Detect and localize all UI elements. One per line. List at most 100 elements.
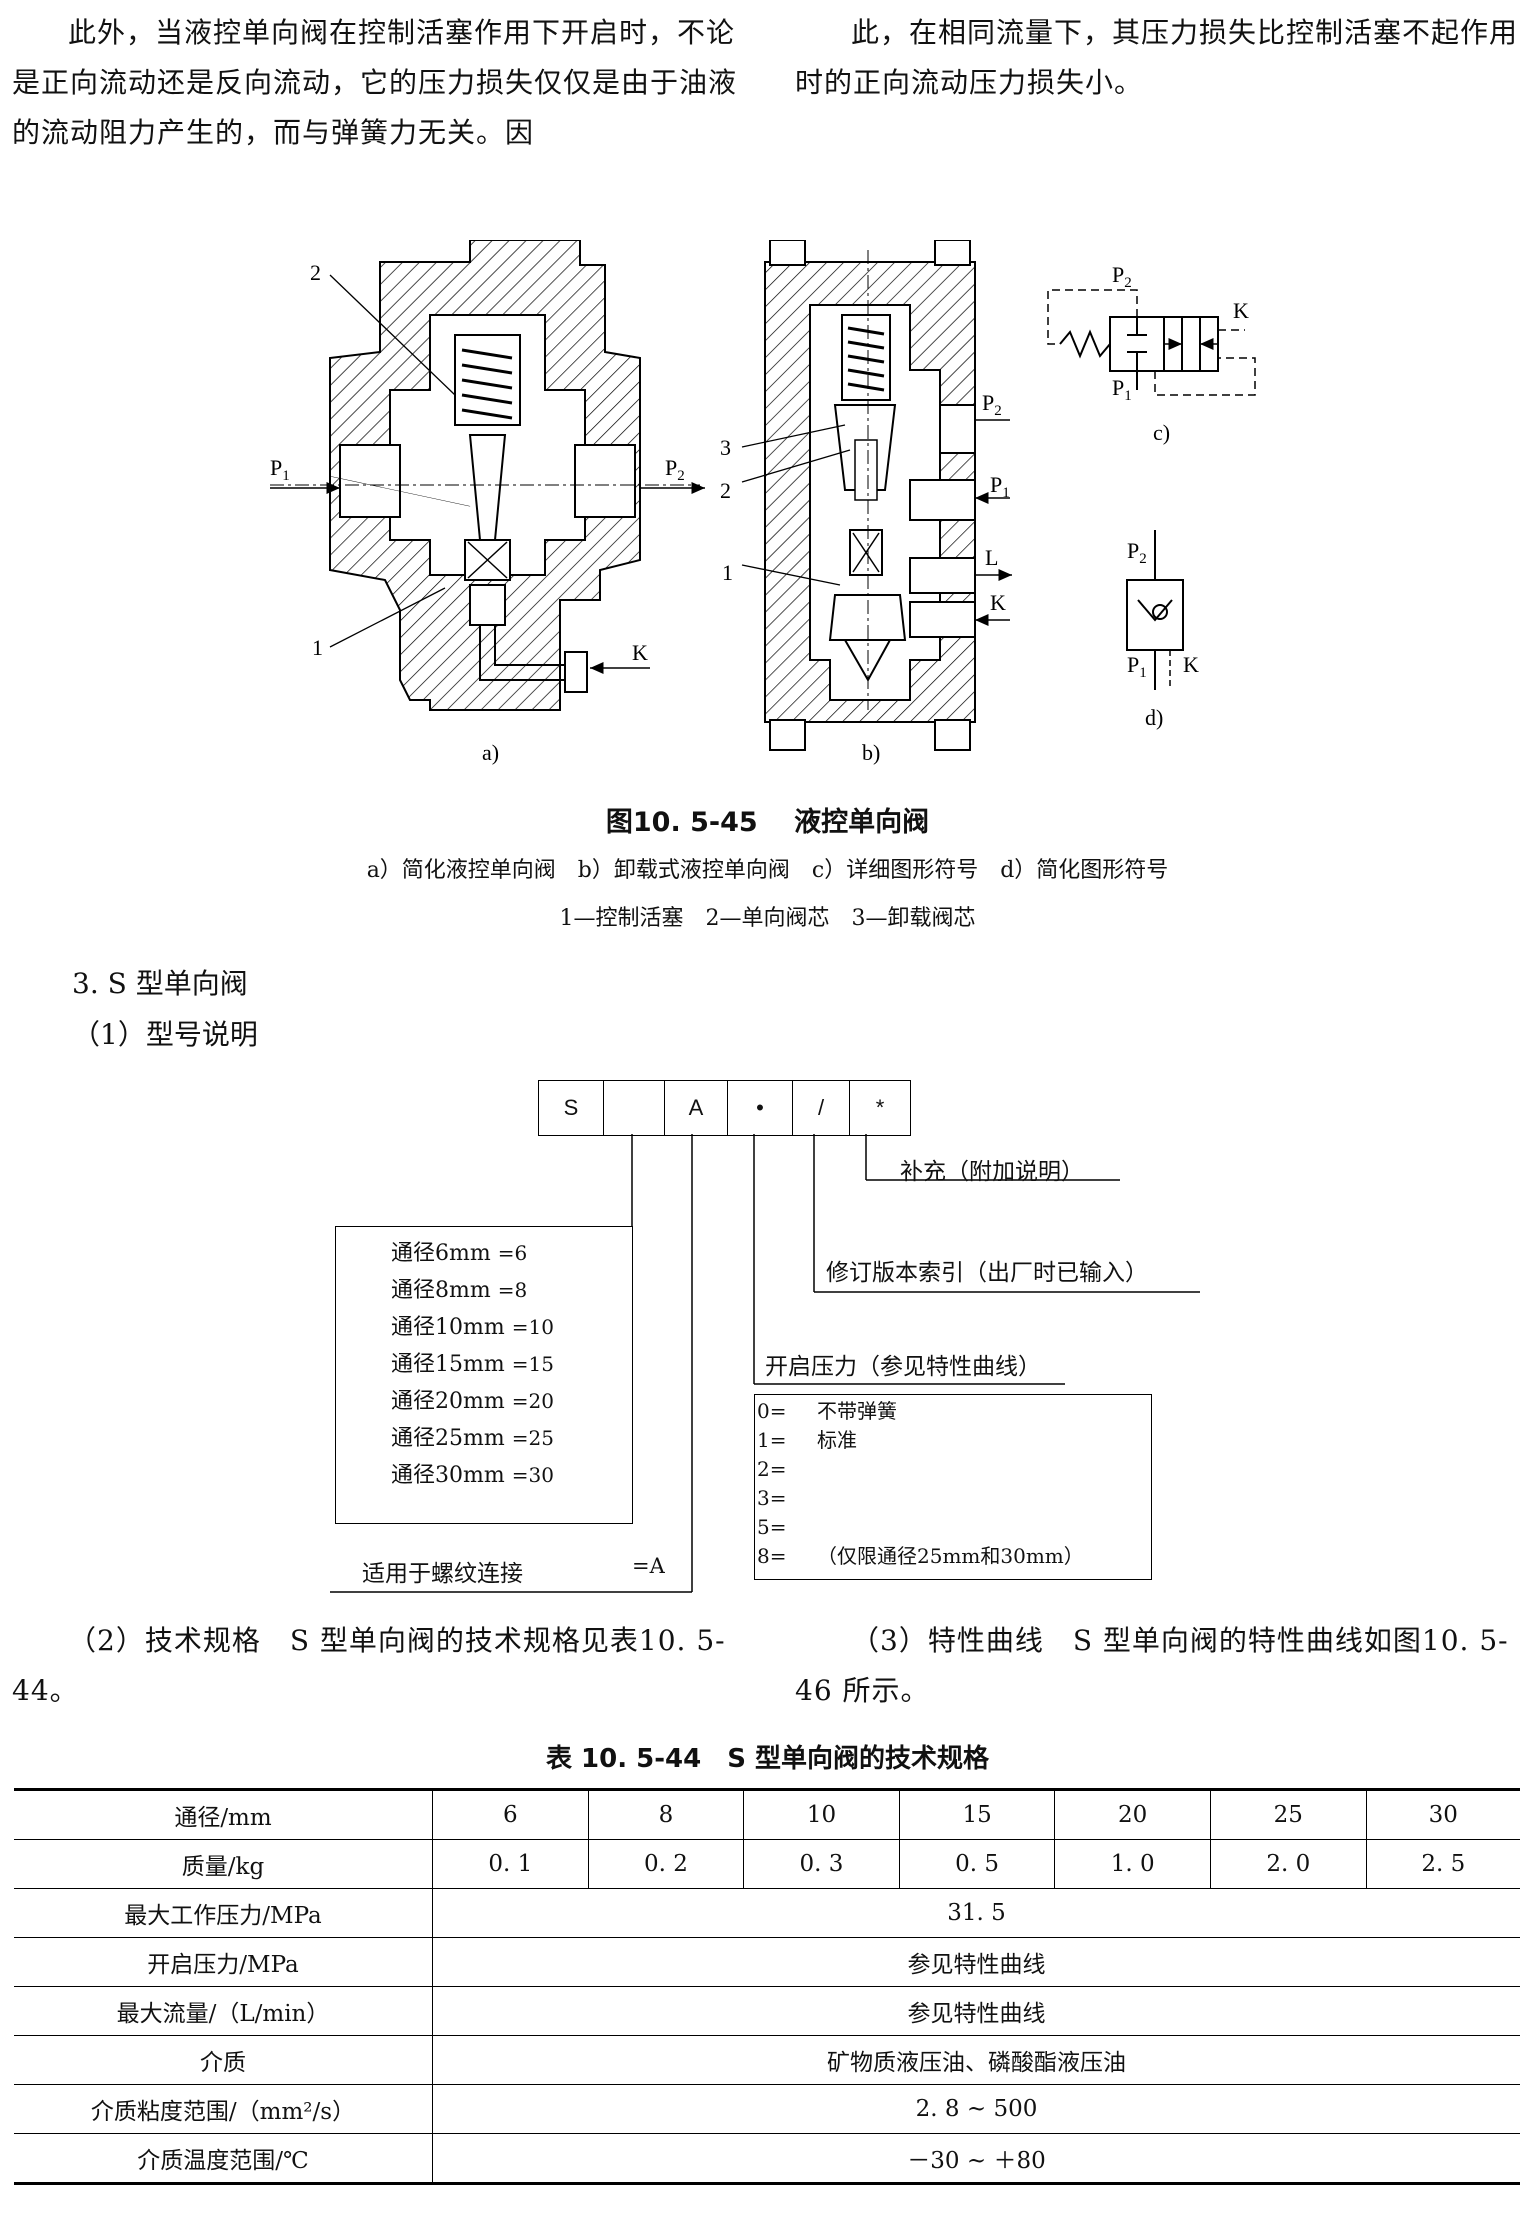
pressure-option: 0=不带弹簧: [757, 1399, 897, 1423]
drawing-a: [270, 240, 705, 711]
pressure-option: 1=标准: [757, 1428, 857, 1452]
symbol-c: [1047, 289, 1256, 396]
label-a-1: 1: [312, 635, 323, 660]
specs-text-left: （2）技术规格 S 型单向阀的技术规格见表10. 5-44。: [12, 1616, 740, 1716]
pressure-options-box: 0=不带弹簧 1=标准 2= 3= 5= 8=（仅限通径25mm和30mm）: [754, 1394, 1152, 1580]
table-row: 质量/kg 0. 1 0. 2 0. 3 0. 5 1. 0 2. 0 2. 5: [14, 1839, 1520, 1889]
label-a-k: K: [632, 640, 648, 665]
cell: 矿物质液压油、磷酸酯液压油: [432, 2035, 1520, 2085]
label-a-p1: P1: [270, 455, 290, 484]
symbol-d: [1126, 530, 1184, 690]
thread-label: 适用于螺纹连接: [362, 1561, 523, 1587]
figure-caption-2: 1—控制活塞 2—单向阀芯 3—卸载阀芯: [559, 906, 976, 931]
pressure-option: 2=: [757, 1457, 787, 1481]
label-b-2: 2: [720, 478, 731, 503]
row-label: 最大工作压力/MPa: [14, 1888, 433, 1938]
cell: 25: [1209, 1788, 1367, 1840]
intro-right: 此，在相同流量下，其压力损失比控制活塞不起作用时的正向流动压力损失小。: [795, 8, 1523, 108]
drawing-b: [741, 240, 1012, 751]
figure-title: 图10. 5-45 液控单向阀: [605, 807, 930, 838]
supplement-label: 补充（附加说明）: [900, 1159, 1084, 1185]
cell: 15: [898, 1788, 1056, 1840]
table-title: 表 10. 5-44 S 型单向阀的技术规格: [545, 1744, 989, 1774]
cell: 2. 5: [1365, 1839, 1520, 1889]
cell: 参见特性曲线: [432, 1937, 1520, 1987]
label-d-p2: P2: [1127, 538, 1147, 567]
label-b: b): [862, 740, 880, 765]
model-cell-supplement: *: [875, 1095, 885, 1120]
pressure-option: 8=（仅限通径25mm和30mm）: [757, 1544, 1084, 1568]
label-b-p2: P2: [982, 390, 1002, 419]
cell: 0. 1: [432, 1839, 589, 1889]
cell: 0. 3: [743, 1839, 900, 1889]
cell: 20: [1054, 1788, 1211, 1840]
model-cell-s: S: [539, 1081, 604, 1135]
row-label: 开启压力/MPa: [14, 1937, 433, 1987]
cell: 6: [432, 1788, 589, 1840]
row-label: 介质温度范围/℃: [14, 2133, 433, 2185]
row-label: 最大流量/（L/min）: [14, 1986, 433, 2036]
cell: 31. 5: [432, 1888, 1520, 1938]
label-b-k: K: [990, 590, 1006, 615]
row-label: 介质粘度范围/（mm²/s）: [14, 2084, 433, 2134]
cell: 2. 8 ~ 500: [432, 2084, 1520, 2134]
label-c-p2: P2: [1112, 262, 1132, 291]
pressure-list: 0=不带弹簧 1=标准 2= 3= 5= 8=（仅限通径25mm和30mm）: [757, 1397, 1084, 1571]
diameter-option: 通径8mm =8: [391, 1278, 528, 1303]
cell: 8: [587, 1788, 745, 1840]
row-label: 介质: [14, 2035, 433, 2085]
section-subheading: （1）型号说明: [72, 1018, 258, 1051]
label-c-p1: P1: [1112, 375, 1132, 404]
cell: －30 ~ ＋80: [432, 2133, 1520, 2185]
model-cell-pressure: •: [728, 1081, 793, 1135]
model-cell-revision: /: [793, 1081, 850, 1135]
diameter-options-box: 通径6mm =6 通径8mm =8 通径10mm =10 通径15mm =15 …: [335, 1226, 633, 1524]
diameter-list: 通径6mm =6 通径8mm =8 通径10mm =10 通径15mm =15 …: [391, 1235, 554, 1494]
label-c: c): [1153, 420, 1170, 445]
label-a-2: 2: [310, 260, 321, 285]
specs-text-right-p: （3）特性曲线 S 型单向阀的特性曲线如图10. 5-46 所示。: [795, 1624, 1509, 1707]
intro-left: 此外，当液控单向阀在控制活塞作用下开启时，不论是正向流动还是反向流动，它的压力损…: [12, 8, 740, 158]
row-label: 质量/kg: [14, 1839, 433, 1889]
diameter-option: 通径30mm =30: [391, 1463, 554, 1488]
cell: 0. 2: [587, 1839, 745, 1889]
cell: 10: [743, 1788, 900, 1840]
valve-figure: 2 1 P1 P2 K a) 3 2 1 P2 P1 L K b): [270, 240, 1256, 765]
table-row: 开启压力/MPa 参见特性曲线: [14, 1937, 1520, 1987]
cell: 30: [1365, 1788, 1520, 1840]
label-a: a): [482, 740, 499, 765]
diameter-option: 通径10mm =10: [391, 1315, 554, 1340]
specs-text-right: （3）特性曲线 S 型单向阀的特性曲线如图10. 5-46 所示。: [795, 1616, 1523, 1716]
model-connectors: [330, 1134, 1200, 1593]
cell: 0. 5: [898, 1839, 1056, 1889]
cell: 参见特性曲线: [432, 1986, 1520, 2036]
intro-right-text: 此，在相同流量下，其压力损失比控制活塞不起作用时的正向流动压力损失小。: [795, 16, 1519, 99]
intro-left-text: 此外，当液控单向阀在控制活塞作用下开启时，不论是正向流动还是反向流动，它的压力损…: [12, 16, 738, 149]
row-label: 通径/mm: [14, 1788, 433, 1840]
thread-code: =A: [632, 1554, 665, 1578]
label-b-1: 1: [722, 560, 733, 585]
table-row: 最大流量/（L/min） 参见特性曲线: [14, 1986, 1520, 2036]
label-c-k: K: [1233, 298, 1249, 323]
table-row: 介质温度范围/℃ －30 ~ ＋80: [14, 2133, 1520, 2185]
table-row: 介质 矿物质液压油、磷酸酯液压油: [14, 2035, 1520, 2085]
table-row: 最大工作压力/MPa 31. 5: [14, 1888, 1520, 1938]
diameter-option: 通径6mm =6: [391, 1241, 528, 1266]
cell: 1. 0: [1054, 1839, 1211, 1889]
model-cell-a: A: [665, 1081, 728, 1135]
label-b-l: L: [985, 545, 998, 570]
pressure-option: 3=: [757, 1486, 787, 1510]
revision-label: 修订版本索引（出厂时已输入）: [826, 1260, 1148, 1286]
specs-text-left-p: （2）技术规格 S 型单向阀的技术规格见表10. 5-44。: [12, 1624, 726, 1707]
model-cell-diameter: [604, 1081, 665, 1135]
opening-pressure-label: 开启压力（参见特性曲线）: [765, 1354, 1041, 1380]
label-d-p1: P1: [1127, 652, 1147, 681]
diameter-option: 通径20mm =20: [391, 1389, 554, 1414]
label-b-3: 3: [720, 435, 731, 460]
diameter-option: 通径15mm =15: [391, 1352, 554, 1377]
section-heading: 3. S 型单向阀: [72, 967, 248, 1000]
label-d: d): [1145, 705, 1163, 730]
pressure-option: 5=: [757, 1515, 787, 1539]
diameter-option: 通径25mm =25: [391, 1426, 554, 1451]
label-b-p1: P1: [990, 472, 1010, 501]
